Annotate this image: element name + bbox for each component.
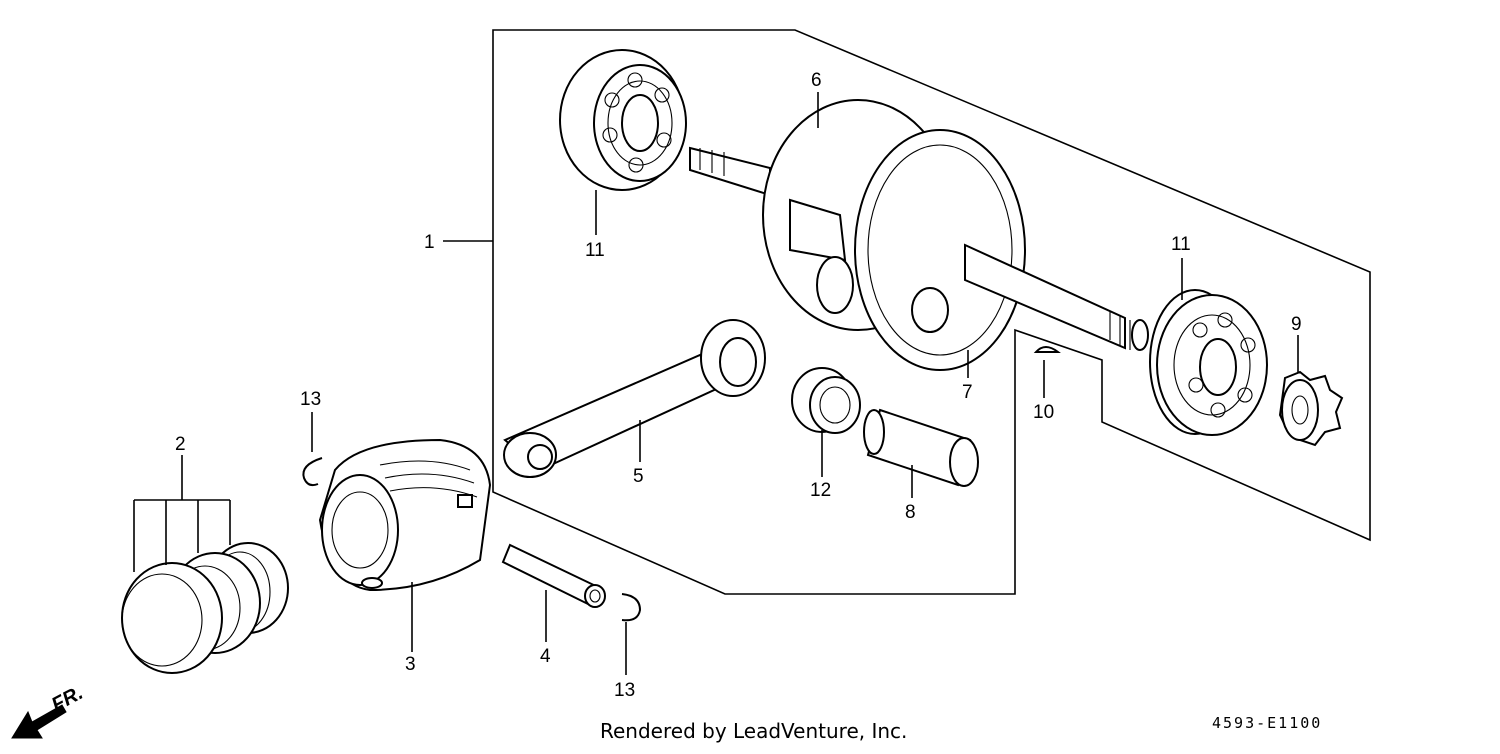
- crankshaft: [689, 99, 1149, 371]
- callout-13-left: 13: [300, 389, 321, 410]
- connecting-rod: [503, 319, 766, 478]
- callout-13-right: 13: [614, 680, 635, 701]
- callout-11-right: 11: [1171, 234, 1191, 255]
- piston: [318, 438, 492, 592]
- crank-pin: [863, 408, 979, 487]
- callout-1: 1: [424, 232, 435, 253]
- callout-2: 2: [175, 434, 186, 455]
- woodruff-key: [1033, 346, 1061, 353]
- callout-3: 3: [405, 654, 416, 675]
- callout-5: 5: [633, 466, 644, 487]
- front-arrow-icon: [11, 704, 67, 739]
- callout-6: 6: [811, 70, 822, 91]
- callout-9: 9: [1291, 314, 1302, 335]
- sprocket: [1278, 370, 1344, 447]
- callout-8: 8: [905, 502, 916, 523]
- assembly-outline: [492, 29, 1371, 595]
- callout-11-left: 11: [585, 240, 605, 261]
- needle-bearing: [791, 367, 861, 434]
- piston-ring-set: [121, 542, 289, 674]
- bearing-right: [1149, 289, 1268, 436]
- leader-2-bracket: [133, 455, 231, 572]
- footer-credit: Rendered by LeadVenture, Inc.: [600, 719, 907, 743]
- piston-pin: [501, 543, 606, 608]
- callout-12: 12: [810, 480, 831, 501]
- circlip-left: [302, 457, 323, 487]
- callout-4: 4: [540, 646, 551, 667]
- drawing-code: 4593-E1100: [1212, 714, 1322, 732]
- circlip-right: [621, 593, 642, 622]
- callout-7: 7: [962, 382, 973, 403]
- bearing-left: [559, 49, 687, 191]
- callout-10: 10: [1033, 402, 1054, 423]
